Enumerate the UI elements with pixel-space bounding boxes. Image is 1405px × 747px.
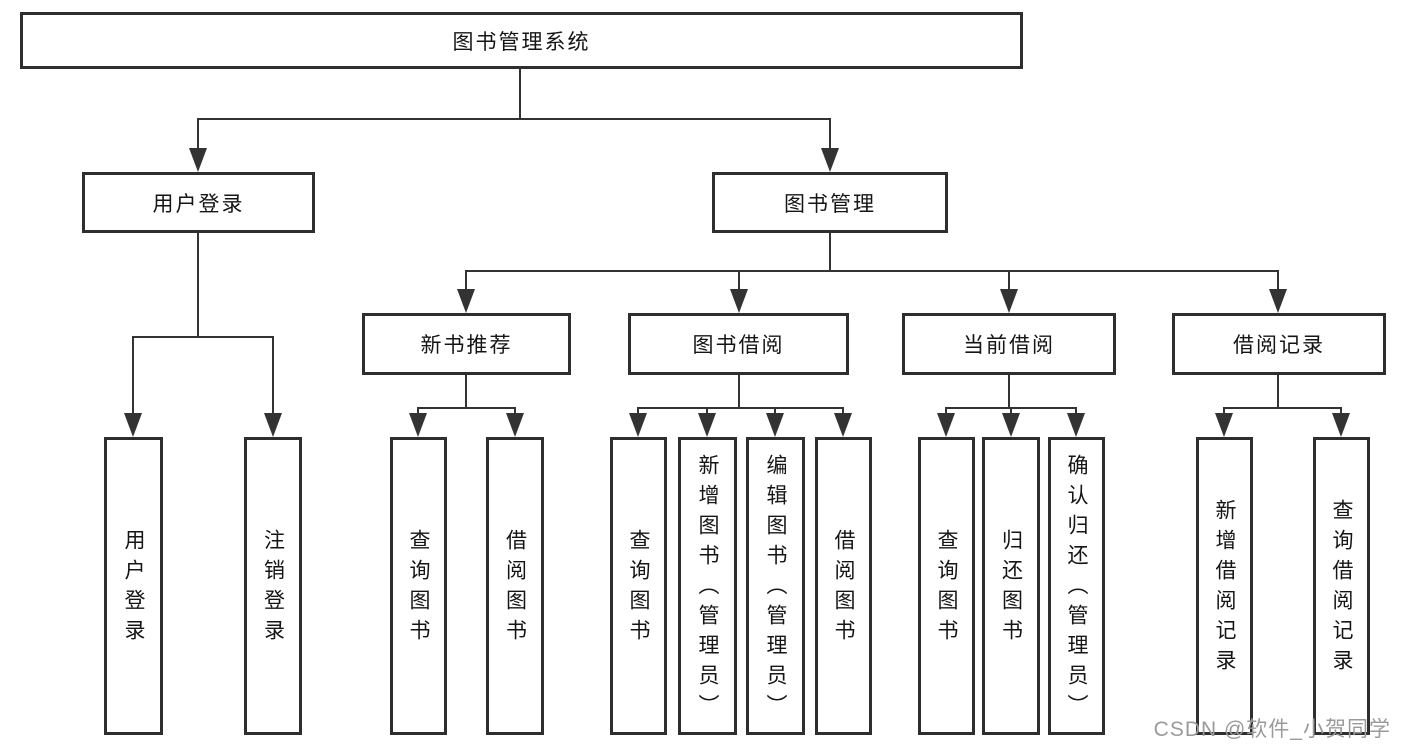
connector-line bbox=[637, 407, 844, 409]
leaf-query-books-current: 查询图书 bbox=[918, 437, 975, 735]
connector-line bbox=[197, 118, 831, 120]
connector-line bbox=[465, 270, 1279, 272]
arrow-down bbox=[766, 413, 784, 437]
connector-line bbox=[738, 375, 740, 409]
connector-line bbox=[945, 407, 947, 417]
leaf-add-borrow-record: 新增借阅记录 bbox=[1196, 437, 1253, 735]
connector-line bbox=[1277, 375, 1279, 409]
node-current-borrowing: 当前借阅 bbox=[902, 313, 1116, 375]
connector-line bbox=[197, 118, 199, 154]
leaf-logout: 注销登录 bbox=[244, 437, 302, 735]
connector-line bbox=[1010, 407, 1012, 417]
node-book-borrowing: 图书借阅 bbox=[628, 313, 849, 375]
leaf-query-books-borrowing: 查询图书 bbox=[610, 437, 667, 735]
arrow-down bbox=[409, 413, 427, 437]
connector-line bbox=[1008, 270, 1010, 296]
connector-line bbox=[1008, 375, 1010, 409]
connector-line bbox=[1277, 270, 1279, 296]
connector-line bbox=[514, 407, 516, 417]
arrow-down bbox=[937, 413, 955, 437]
arrow-down bbox=[1215, 413, 1233, 437]
arrow-down bbox=[1002, 413, 1020, 437]
arrow-down bbox=[730, 289, 748, 313]
node-user-login: 用户登录 bbox=[82, 172, 315, 233]
leaf-borrow-books-borrowing: 借阅图书 bbox=[815, 437, 872, 735]
connector-line bbox=[637, 407, 639, 417]
arrow-down bbox=[1067, 413, 1085, 437]
connector-line bbox=[272, 336, 274, 416]
leaf-user-login: 用户登录 bbox=[104, 437, 163, 735]
connector-line bbox=[465, 375, 467, 409]
leaf-add-book-admin: 新增图书（管理员） bbox=[678, 437, 737, 735]
connector-line bbox=[829, 118, 831, 154]
connector-line bbox=[132, 336, 134, 416]
connector-line bbox=[842, 407, 844, 417]
node-new-book-recommendation: 新书推荐 bbox=[362, 313, 571, 375]
csdn-watermark: CSDN @软件_小贺同学 bbox=[1153, 718, 1391, 741]
arrow-down bbox=[264, 413, 282, 437]
leaf-confirm-return-admin: 确认归还（管理员） bbox=[1048, 437, 1105, 735]
arrow-down bbox=[821, 148, 839, 172]
arrow-down bbox=[189, 148, 207, 172]
leaf-borrow-books-recommend: 借阅图书 bbox=[486, 437, 544, 735]
connector-line bbox=[1223, 407, 1225, 417]
connector-line bbox=[197, 233, 199, 338]
connector-line bbox=[417, 407, 516, 409]
arrow-down bbox=[698, 413, 716, 437]
arrow-down bbox=[1000, 289, 1018, 313]
connector-line bbox=[774, 407, 776, 417]
leaf-edit-book-admin: 编辑图书（管理员） bbox=[746, 437, 805, 735]
connector-line bbox=[1223, 407, 1342, 409]
connector-line bbox=[829, 233, 831, 272]
connector-line bbox=[519, 68, 521, 120]
arrow-down bbox=[506, 413, 524, 437]
connector-line bbox=[465, 270, 467, 296]
node-borrowing-records: 借阅记录 bbox=[1172, 313, 1386, 375]
connector-line bbox=[417, 407, 419, 417]
arrow-down bbox=[834, 413, 852, 437]
leaf-query-borrow-record: 查询借阅记录 bbox=[1313, 437, 1370, 735]
arrow-down bbox=[1269, 289, 1287, 313]
arrow-down bbox=[457, 289, 475, 313]
leaf-query-books-recommend: 查询图书 bbox=[390, 437, 447, 735]
arrow-down bbox=[124, 413, 142, 437]
connector-line bbox=[738, 270, 740, 296]
arrow-down bbox=[629, 413, 647, 437]
arrow-down bbox=[1332, 413, 1350, 437]
connector-line bbox=[706, 407, 708, 417]
leaf-return-book: 归还图书 bbox=[982, 437, 1040, 735]
connector-line bbox=[1075, 407, 1077, 417]
node-book-management: 图书管理 bbox=[712, 172, 948, 233]
connector-line bbox=[132, 336, 274, 338]
node-library-management-system: 图书管理系统 bbox=[20, 12, 1023, 69]
connector-line bbox=[1340, 407, 1342, 417]
